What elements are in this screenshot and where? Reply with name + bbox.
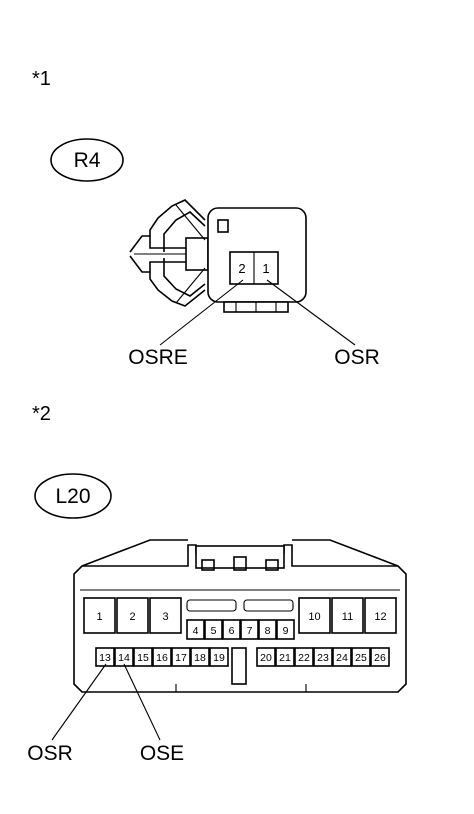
r4-pin-2: 2	[238, 261, 245, 276]
l20-pin-8: 8	[265, 625, 271, 637]
l20-pin-14: 14	[118, 652, 130, 664]
l20-pin-11: 11	[342, 611, 353, 623]
l20-pin-13: 13	[99, 652, 111, 664]
r4-pin-1: 1	[262, 261, 269, 276]
l20-pin-23: 23	[317, 652, 329, 664]
l20-pin-19: 19	[213, 652, 225, 664]
l20-pin-1: 1	[96, 611, 102, 623]
l20-pin-6: 6	[229, 625, 235, 637]
section-2-note: *2	[32, 403, 51, 425]
l20-pin-7: 7	[247, 625, 253, 637]
r4-connector-body	[129, 199, 307, 313]
l20-pin-group-large-left: 1 2 3	[83, 597, 182, 634]
l20-pin-18: 18	[194, 652, 206, 664]
l20-pin-21: 21	[279, 652, 291, 664]
l20-pin-group-large-right: 10 11 12	[298, 597, 397, 634]
r4-lead-osre: OSRE	[128, 346, 188, 369]
l20-pin-20: 20	[260, 652, 272, 664]
leader-line-osr-r4	[266, 279, 356, 346]
leader-line-osre	[159, 279, 244, 346]
l20-connector-badge: L20	[34, 473, 112, 519]
l20-slot-left	[186, 599, 237, 612]
l20-pin-group-row2: 4 5 6 7 8 9	[186, 619, 295, 640]
leader-line-ose	[123, 663, 161, 741]
l20-pin-9: 9	[283, 625, 289, 637]
l20-pin-25: 25	[355, 652, 367, 664]
l20-slot-right	[243, 599, 294, 612]
l20-pin-10: 10	[308, 611, 320, 623]
l20-pin-24: 24	[336, 652, 348, 664]
l20-pin-4: 4	[193, 625, 199, 637]
l20-pin-16: 16	[156, 652, 168, 664]
l20-pin-2: 2	[129, 611, 135, 623]
l20-lead-osr: OSR	[27, 742, 73, 765]
r4-lead-osr: OSR	[334, 346, 380, 369]
section-1-note: *1	[32, 68, 51, 90]
l20-pin-26: 26	[374, 652, 386, 664]
r4-connector-badge: R4	[50, 138, 124, 182]
l20-pin-15: 15	[137, 652, 149, 664]
l20-connector-body	[73, 539, 407, 693]
r4-badge-label: R4	[74, 149, 101, 172]
l20-lead-ose: OSE	[140, 742, 184, 765]
l20-pin-group-row3-right: 20 21 22 23 24 25 26	[256, 647, 390, 667]
leader-line-osr-l20	[51, 663, 107, 741]
l20-pin-group-row3-left: 13 14 15 16 17 18 19	[95, 647, 229, 667]
l20-pin-22: 22	[298, 652, 310, 664]
l20-badge-label: L20	[55, 485, 90, 508]
l20-pin-12: 12	[374, 611, 386, 623]
l20-pin-3: 3	[162, 611, 168, 623]
l20-pin-5: 5	[211, 625, 217, 637]
l20-pin-17: 17	[175, 652, 187, 664]
